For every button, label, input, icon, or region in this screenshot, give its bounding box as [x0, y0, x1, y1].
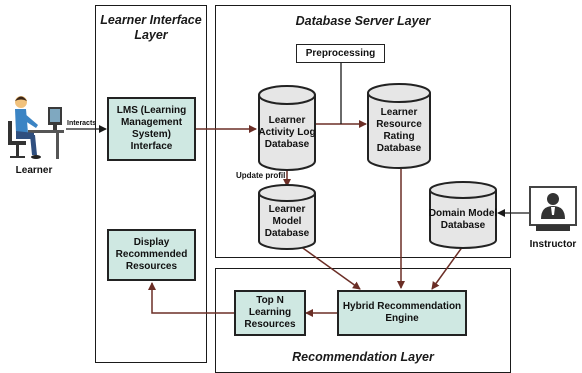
- learner-model-label: Learner Model Database: [264, 204, 310, 239]
- recommendation-layer-title: Recommendation Layer: [292, 350, 434, 364]
- interacts-label: Interacts: [67, 120, 97, 127]
- resource-rating-cylinder-icon: [367, 83, 431, 169]
- learner-interface-layer: [95, 5, 207, 363]
- resource-rating-database: Learner Resource Rating Database: [366, 83, 432, 169]
- display-recommended-box: Display Recommended Resources: [107, 229, 196, 281]
- top-n-label: Top N Learning Resources: [244, 295, 296, 330]
- instructor-icon: [529, 186, 577, 231]
- domain-model-database: Domain Model Database: [428, 181, 498, 249]
- arrow-learner-model-to-engine: [299, 245, 361, 290]
- domain-model-cylinder-icon: [429, 181, 497, 249]
- update-profile-label: Update profil: [236, 171, 286, 180]
- learner-interface-layer-title: Learner Interface Layer: [100, 13, 202, 42]
- database-server-layer: [215, 5, 511, 258]
- top-n-box: Top N Learning Resources: [234, 290, 306, 336]
- resource-rating-label: Learner Resource Rating Database: [376, 107, 422, 154]
- hybrid-engine-label: Hybrid Recommendation Engine: [342, 301, 462, 324]
- arrow-domain-model-to-engine: [431, 245, 464, 290]
- activity-log-label: Learner Activity Log Database: [258, 115, 316, 150]
- display-recommended-label: Display Recommended Resources: [115, 237, 188, 272]
- lms-interface-box: LMS (Learning Management System) Interfa…: [107, 97, 196, 161]
- domain-model-label: Domain Model Database: [428, 208, 498, 231]
- instructor-label: Instructor: [529, 239, 577, 250]
- activity-log-database: Learner Activity Log Database: [257, 85, 317, 171]
- learner-icon: [8, 96, 64, 159]
- database-server-layer-title: Database Server Layer: [295, 14, 431, 28]
- activity-log-cylinder-icon: [258, 85, 316, 171]
- learner-label: Learner: [15, 165, 53, 176]
- preprocessing-box: Preprocessing: [296, 44, 385, 63]
- lms-interface-label: LMS (Learning Management System) Interfa…: [116, 105, 187, 152]
- learner-model-cylinder-icon: [258, 184, 316, 250]
- arrow-topn-to-display: [148, 282, 234, 314]
- learner-model-database: Learner Model Database: [257, 184, 317, 250]
- preprocessing-label: Preprocessing: [305, 48, 376, 59]
- hybrid-engine-box: Hybrid Recommendation Engine: [337, 290, 467, 336]
